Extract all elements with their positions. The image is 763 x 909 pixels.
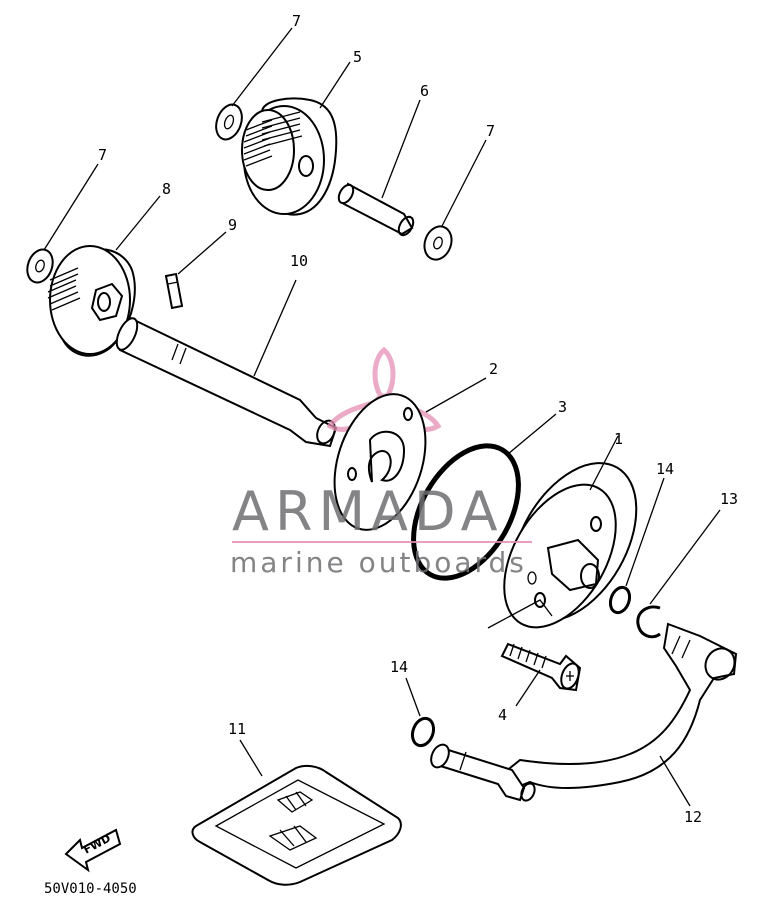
part-7-washer-top <box>215 27 293 141</box>
callout-3: 3 <box>558 398 567 416</box>
part-6-shaft-pin <box>337 99 421 237</box>
callout-7-left: 7 <box>98 146 107 164</box>
watermark-subtitle: marine outboards <box>230 546 527 579</box>
callout-7-right: 7 <box>486 122 495 140</box>
part-13-clip <box>636 509 721 639</box>
callout-10: 10 <box>290 252 308 270</box>
callout-13: 13 <box>720 490 738 508</box>
part-7-washer-left <box>26 163 99 284</box>
callout-9: 9 <box>228 216 237 234</box>
callout-5: 5 <box>353 48 362 66</box>
callout-11: 11 <box>228 720 246 738</box>
callout-14-right: 14 <box>656 460 674 478</box>
part-9-key <box>164 231 227 310</box>
watermark-title: ARMADA <box>232 480 504 543</box>
callout-8: 8 <box>162 180 171 198</box>
callout-1: 1 <box>614 430 623 448</box>
part-14-small-o-ring-right <box>608 477 665 615</box>
part-5-double-gear <box>241 61 351 216</box>
diagram-part-number: 50V010-4050 <box>44 881 137 897</box>
callout-labels: 7 5 6 7 7 8 9 10 2 3 1 14 13 14 4 11 12 <box>98 12 738 826</box>
part-3-o-ring <box>411 413 557 581</box>
callout-6: 6 <box>420 82 429 100</box>
callout-2: 2 <box>489 360 498 378</box>
part-4-screw <box>500 642 582 707</box>
callout-14-left: 14 <box>390 658 408 676</box>
callout-4: 4 <box>498 706 507 724</box>
watermark-text: ARMADA marine outboards <box>230 480 532 579</box>
part-14-small-o-ring-left <box>405 677 436 748</box>
fwd-direction-arrow: FWD <box>64 828 122 873</box>
part-10-drive-shaft <box>115 279 338 448</box>
part-8-gear <box>47 195 161 357</box>
part-11-oil-strainer <box>191 739 402 886</box>
part-7-washer-right <box>423 139 487 261</box>
part-2-gasket <box>333 377 487 531</box>
callout-12: 12 <box>684 808 702 826</box>
part-1-pump-housing <box>487 435 638 629</box>
callout-7-top: 7 <box>292 12 301 30</box>
part-12-oil-pipe <box>430 622 738 807</box>
